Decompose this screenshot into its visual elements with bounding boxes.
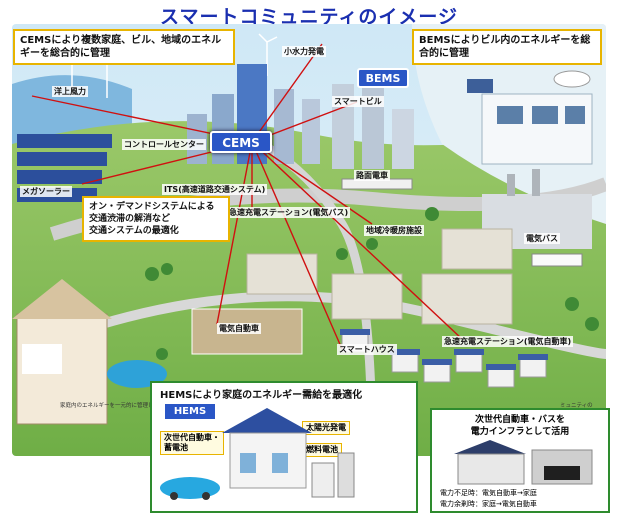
footnote-left: 家庭内のエネルギーを一元的に管理し [60, 403, 154, 409]
ev-shortage: 電力不足時：電気自動車→家庭 [440, 489, 537, 497]
apartment-blocks [246, 228, 513, 325]
label-small-hydro: 小水力発電 [282, 46, 326, 57]
footnote-right: ミュニティの [560, 403, 593, 409]
hems-panel-title: HEMSにより家庭のエネルギー需給を最適化 [160, 390, 363, 401]
storage-tank [337, 452, 355, 498]
label-district-heating: 地域冷暖房施設 [364, 225, 424, 236]
transport-line-2: 交通渋滞の解消など [89, 214, 171, 224]
ev-panel-title-line-2: 電力インフラとして活用 [470, 427, 570, 437]
ev-surplus: 電力余剰時：家庭→電気自動車 [440, 500, 537, 508]
ev-panel-title: 次世代自動車・バスを 電力インフラとして活用 [432, 414, 608, 438]
label-tram: 路面電車 [354, 170, 390, 181]
cems-tag: CEMS [210, 131, 272, 153]
transport-line-1: オン・デマンドシステムによる [89, 202, 215, 212]
label-quick-charge-car: 急速充電ステーション(電気自動車) [442, 336, 574, 347]
label-offshore-wind: 洋上風力 [52, 86, 88, 97]
bems-callout: BEMSによりビル内のエネルギーを総合的に管理 [412, 29, 602, 65]
fuel-cell-unit [311, 462, 335, 498]
next-gen-car-line-1: 次世代自動車・ [164, 433, 220, 442]
label-electric-bus: 電気バス [524, 233, 560, 244]
ev-panel: 次世代自動車・バスを 電力インフラとして活用 電力不足時：電気自動車→家庭 電力… [430, 408, 610, 513]
label-control-center: コントロールセンター [122, 139, 206, 150]
hems-panel: HEMSにより家庭のエネルギー需給を最適化 HEMS 次世代自動車・ 蓄電池 太… [150, 381, 418, 513]
bus [531, 253, 583, 267]
label-its: ITS(高速道路交通システム) [162, 184, 268, 195]
cems-callout: CEMSにより複数家庭、ビル、地域のエネルギーを総合的に管理 [13, 29, 235, 65]
left-house-interior [12, 279, 112, 425]
house-roofs [340, 329, 548, 370]
hems-illustration [160, 408, 355, 500]
house-roof-solar [222, 408, 312, 433]
ev-illustration [454, 440, 593, 485]
label-quick-charge-bus: 急速充電ステーション(電気バス) [227, 207, 351, 218]
page-title: スマートコミュニティのイメージ [160, 6, 458, 28]
ev-panel-title-line-1: 次世代自動車・バスを [474, 415, 565, 425]
label-electric-car: 電気自動車 [217, 323, 261, 334]
label-mega-solar: メガソーラー [20, 186, 72, 197]
label-smart-building: スマートビル [332, 96, 384, 107]
hems-tag: HEMS [164, 403, 216, 420]
road [100, 291, 606, 359]
transport-line-3: 交通システムの最適化 [89, 226, 179, 236]
road-vertical [259, 140, 377, 456]
next-gen-car-line-2: 蓄電池 [164, 443, 188, 452]
transport-callout: オン・デマンドシステムによる 交通渋滞の解消など 交通システムの最適化 [82, 196, 230, 242]
bems-interior [467, 70, 593, 165]
next-gen-car-label: 次世代自動車・ 蓄電池 [160, 431, 224, 455]
bems-tag: BEMS [357, 68, 409, 88]
hems-ev-car [160, 477, 220, 499]
label-smart-house: スマートハウス [337, 344, 397, 355]
